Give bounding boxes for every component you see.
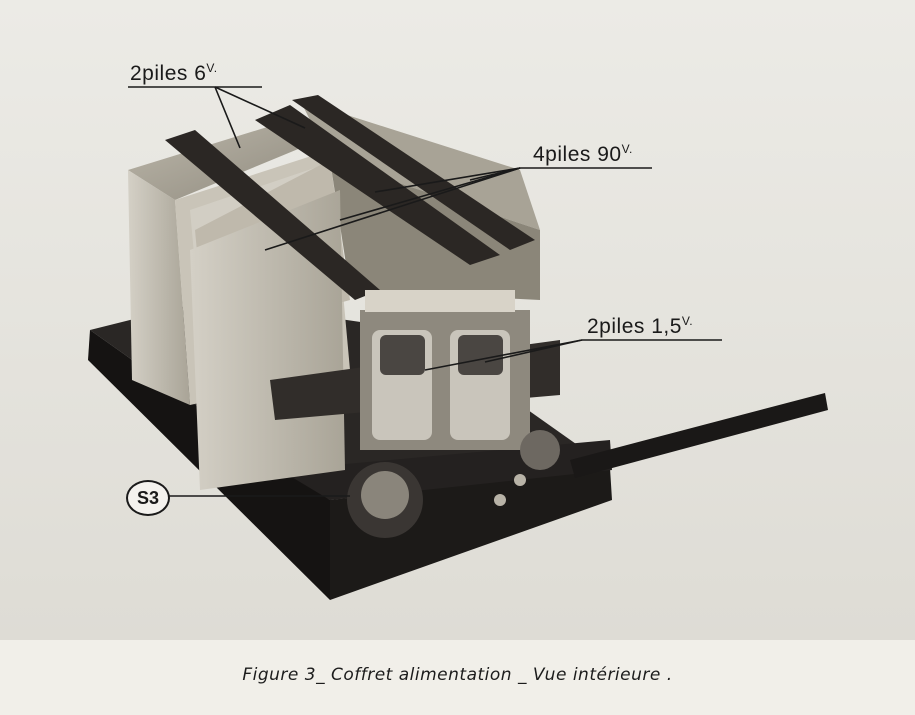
battery-holder-1-5v — [360, 290, 530, 450]
power-box-photo — [0, 0, 915, 640]
label-4-piles-90v: 4piles 90V. — [533, 142, 633, 166]
label-s3: S3 — [126, 480, 170, 516]
power-cable — [570, 393, 828, 478]
figure-caption: Figure 3_ Coffret alimentation _ Vue int… — [242, 665, 673, 685]
label-2-piles-1-5v: 2piles 1,5V. — [587, 314, 694, 338]
leader-lines — [128, 86, 722, 497]
label-2-piles-6v: 2piles 6V. — [130, 61, 218, 85]
switch-s3 — [347, 430, 560, 538]
